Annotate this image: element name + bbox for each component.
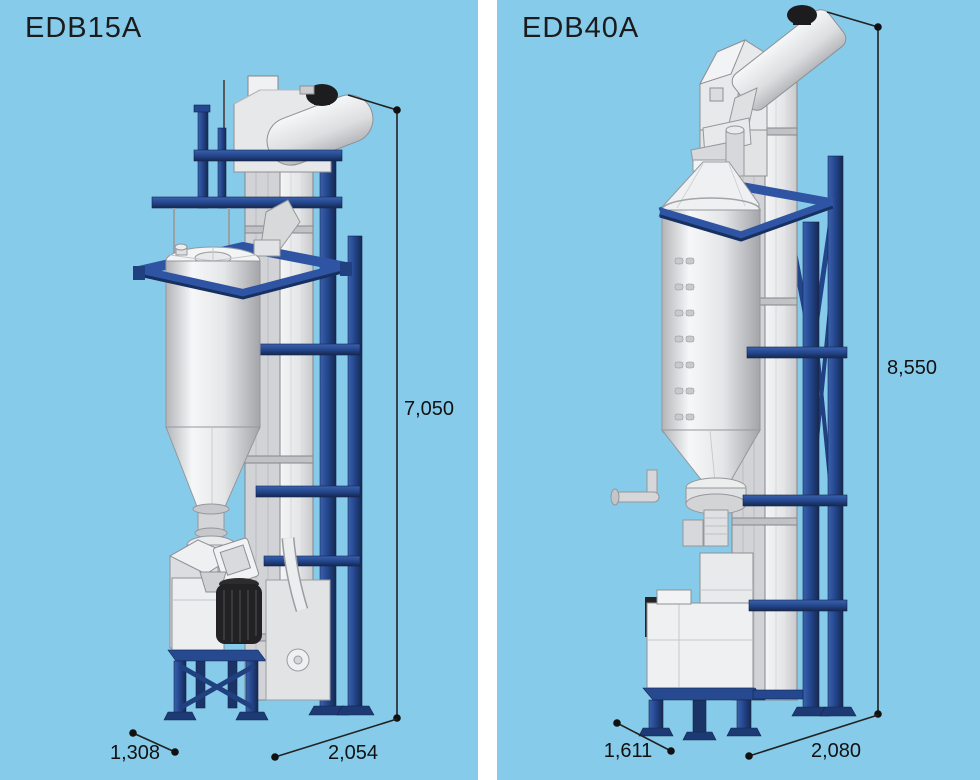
base-frame xyxy=(163,649,269,721)
dimension-annotations: 8,550 1,611 2,080 xyxy=(604,11,937,762)
height-label: 8,550 xyxy=(887,357,937,379)
support-frame-mid-beams xyxy=(255,343,361,567)
tank-ring-frame-front xyxy=(133,262,352,300)
dimension-width: 2,054 xyxy=(271,718,398,764)
storage-tank xyxy=(660,161,761,483)
height-label: 7,050 xyxy=(404,398,454,420)
dimension-width: 2,080 xyxy=(745,714,879,762)
model-title-edb15a: EDB15A xyxy=(25,12,143,44)
model-title-edb40a: EDB40A xyxy=(522,12,640,44)
tank-ring-frame-front xyxy=(658,198,835,242)
width-label: 2,080 xyxy=(811,740,861,762)
panel-edb40a: EDB40A xyxy=(497,0,980,780)
bottom-machine-unit xyxy=(645,552,754,689)
vent-slots xyxy=(674,257,695,421)
machine-illustration-edb40a: 8,550 1,611 2,080 xyxy=(604,5,937,762)
dimension-depth: 1,611 xyxy=(604,719,675,762)
depth-label: 1,308 xyxy=(110,742,160,764)
dimension-depth: 1,308 xyxy=(110,729,179,764)
discharge-assembly xyxy=(610,469,747,547)
width-label: 2,054 xyxy=(328,742,378,764)
depth-label: 1,611 xyxy=(604,740,653,762)
machine-illustration-edb15a: 7,050 1,308 2,054 xyxy=(110,75,454,764)
panel-divider xyxy=(478,0,497,780)
elevator-boot xyxy=(265,537,331,701)
dimension-annotations: 7,050 1,308 2,054 xyxy=(110,94,454,764)
milling-unit xyxy=(168,537,262,651)
support-frame-mid-beams xyxy=(742,346,848,612)
base-frame xyxy=(638,687,804,741)
panel-edb15a: EDB15A xyxy=(0,0,478,780)
dimension-height: 8,550 xyxy=(826,11,937,718)
dimension-height: 7,050 xyxy=(347,94,454,722)
